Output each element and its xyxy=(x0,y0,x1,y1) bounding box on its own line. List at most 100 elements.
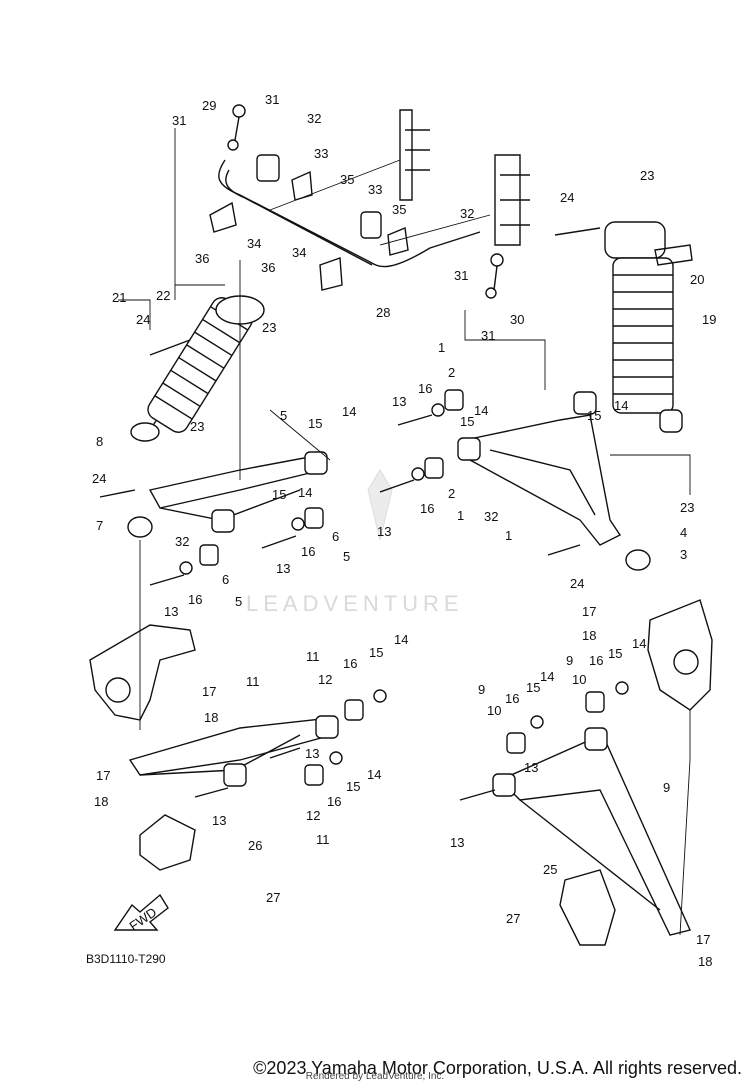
callout-17: 17 xyxy=(696,932,710,947)
callout-29: 29 xyxy=(202,98,216,113)
callout-18: 18 xyxy=(698,954,712,969)
callout-6: 6 xyxy=(332,529,339,544)
callout-18: 18 xyxy=(582,628,596,643)
callout-15: 15 xyxy=(346,779,360,794)
callout-31: 31 xyxy=(481,328,495,343)
callout-23: 23 xyxy=(640,168,654,183)
callout-1: 1 xyxy=(505,528,512,543)
callout-13: 13 xyxy=(276,561,290,576)
callout-15: 15 xyxy=(587,408,601,423)
callout-15: 15 xyxy=(526,680,540,695)
callout-24: 24 xyxy=(136,312,150,327)
callout-16: 16 xyxy=(188,592,202,607)
callout-26: 26 xyxy=(248,838,262,853)
callout-14: 14 xyxy=(540,669,554,684)
callout-15: 15 xyxy=(308,416,322,431)
callout-30: 30 xyxy=(510,312,524,327)
callout-1: 1 xyxy=(438,340,445,355)
callout-14: 14 xyxy=(614,398,628,413)
callout-16: 16 xyxy=(327,794,341,809)
callout-13: 13 xyxy=(524,760,538,775)
callout-13: 13 xyxy=(305,746,319,761)
callout-14: 14 xyxy=(474,403,488,418)
callout-8: 8 xyxy=(96,434,103,449)
callout-34: 34 xyxy=(247,236,261,251)
callout-32: 32 xyxy=(484,509,498,524)
right-lower-arm xyxy=(492,727,691,936)
callout-36: 36 xyxy=(261,260,275,275)
parts-diagram: LEADVENTURE xyxy=(89,92,716,969)
frame-brackets xyxy=(399,109,530,246)
callout-4: 4 xyxy=(680,525,687,540)
callout-35: 35 xyxy=(340,172,354,187)
callout-16: 16 xyxy=(418,381,432,396)
callout-12: 12 xyxy=(306,808,320,823)
callout-23: 23 xyxy=(262,320,276,335)
callout-27: 27 xyxy=(266,890,280,905)
callout-28: 28 xyxy=(376,305,390,320)
callout-32: 32 xyxy=(307,111,321,126)
callout-15: 15 xyxy=(369,645,383,660)
callout-23: 23 xyxy=(190,419,204,434)
callout-25: 25 xyxy=(543,862,557,877)
diagram-code: B3D1110-T290 xyxy=(86,952,166,966)
callout-15: 15 xyxy=(272,487,286,502)
callout-17: 17 xyxy=(96,768,110,783)
callout-32: 32 xyxy=(175,534,189,549)
callout-20: 20 xyxy=(690,272,704,287)
ball-joints xyxy=(127,516,651,571)
callout-6: 6 xyxy=(222,572,229,587)
rendered-by-notice: Rendered by LeadVenture, Inc. xyxy=(305,1071,445,1082)
callout-11: 11 xyxy=(246,674,260,689)
callout-13: 13 xyxy=(164,604,178,619)
callout-11: 11 xyxy=(306,649,320,664)
callout-15: 15 xyxy=(608,646,622,661)
left-knuckle xyxy=(89,624,196,721)
callout-16: 16 xyxy=(589,653,603,668)
callout-13: 13 xyxy=(450,835,464,850)
callout-11: 11 xyxy=(316,832,330,847)
callout-24: 24 xyxy=(560,190,574,205)
callout-27: 27 xyxy=(506,911,520,926)
right-upper-arm xyxy=(457,391,622,546)
callout-2: 2 xyxy=(448,365,455,380)
callout-13: 13 xyxy=(212,813,226,828)
stabilizer-link-rods xyxy=(227,104,504,299)
callout-31: 31 xyxy=(454,268,468,283)
arm-guards xyxy=(139,814,616,946)
callout-18: 18 xyxy=(94,794,108,809)
callout-9: 9 xyxy=(663,780,670,795)
callout-12: 12 xyxy=(318,672,332,687)
watermark-text: LEADVENTURE xyxy=(246,591,464,616)
callout-22: 22 xyxy=(156,288,170,303)
callout-33: 33 xyxy=(368,182,382,197)
callout-14: 14 xyxy=(632,636,646,651)
callout-21: 21 xyxy=(112,290,126,305)
callout-23: 23 xyxy=(680,500,694,515)
right-shock-absorber xyxy=(604,221,693,433)
callout-9: 9 xyxy=(478,682,485,697)
callout-33: 33 xyxy=(314,146,328,161)
stabilizer-bar xyxy=(209,154,481,291)
watermark: LEADVENTURE xyxy=(246,469,464,616)
callout-14: 14 xyxy=(394,632,408,647)
copyright-notice: ©2023 Yamaha Motor Corporation, U.S.A. A… xyxy=(253,1058,742,1078)
left-lower-arm xyxy=(128,715,339,787)
callout-16: 16 xyxy=(343,656,357,671)
callout-9: 9 xyxy=(566,653,573,668)
callout-10: 10 xyxy=(487,703,501,718)
callout-24: 24 xyxy=(92,471,106,486)
callout-18: 18 xyxy=(204,710,218,725)
part-callouts: 1 1 1 2 2 3 4 5 5 5 6 6 7 8 9 9 9 10 10 … xyxy=(92,92,716,969)
callout-10: 10 xyxy=(572,672,586,687)
callout-31: 31 xyxy=(265,92,279,107)
callout-34: 34 xyxy=(292,245,306,260)
callout-35: 35 xyxy=(392,202,406,217)
callout-36: 36 xyxy=(195,251,209,266)
callout-17: 17 xyxy=(582,604,596,619)
callout-24: 24 xyxy=(570,576,584,591)
callout-14: 14 xyxy=(367,767,381,782)
callout-17: 17 xyxy=(202,684,216,699)
callout-32: 32 xyxy=(460,206,474,221)
leader-lines xyxy=(118,128,691,936)
